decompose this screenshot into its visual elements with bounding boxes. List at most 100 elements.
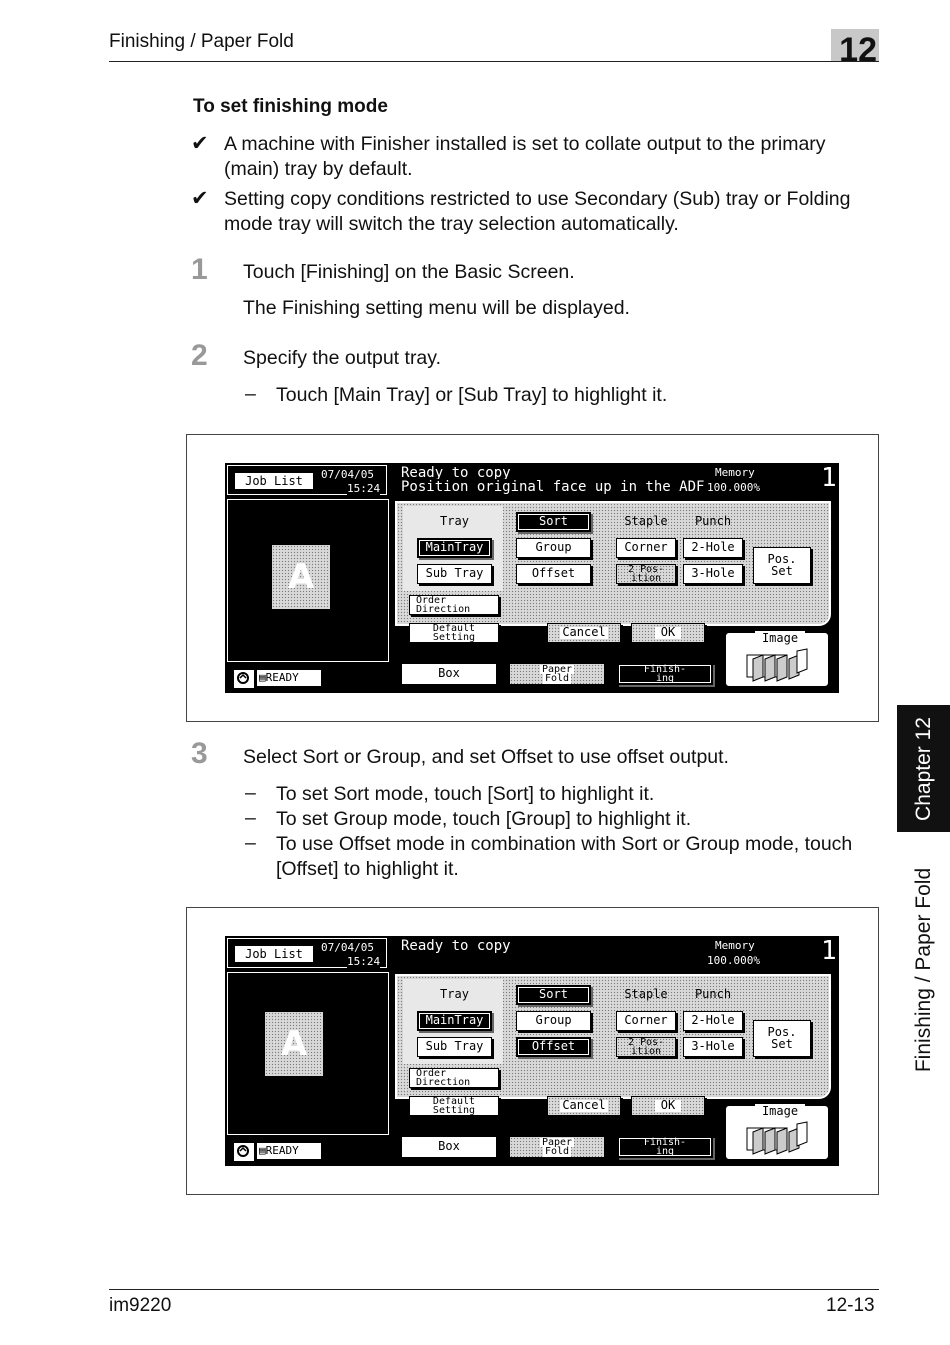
section-heading: To set finishing mode [193, 96, 388, 117]
sort-button[interactable]: Sort [516, 512, 591, 532]
step-2-instruction: Touch [Main Tray] or [Sub Tray] to highl… [276, 384, 668, 406]
three-hole-button[interactable]: 3-Hole [683, 1037, 743, 1057]
running-header-title: Finishing / Paper Fold [109, 31, 294, 52]
bullet-text-2: Setting copy conditions restricted to us… [224, 188, 851, 235]
step-3-instruction-2: To set Group mode, touch [Group] to high… [276, 808, 692, 830]
control-panel-screen: Job List 07/04/05 15:24 Ready to copy Po… [225, 463, 839, 693]
step-3-instruction-1: To set Sort mode, touch [Sort] to highli… [276, 783, 655, 805]
finishing-image-icon [745, 1120, 811, 1160]
sub-tray-button[interactable]: Sub Tray [417, 564, 492, 584]
time-display: 15:24 [347, 955, 381, 968]
step-text-1: Touch [Finishing] on the Basic Screen. [243, 261, 575, 283]
ready-indicator: ▤READY [256, 1142, 322, 1160]
staple-label: Staple [624, 514, 668, 528]
screen-figure-1: Job List 07/04/05 15:24 Ready to copy Po… [186, 434, 879, 722]
status-message-2: Position original face up in the ADF [401, 479, 705, 495]
position-set-button[interactable]: Pos.Set [753, 1020, 811, 1057]
image-label: Image [755, 1104, 805, 1118]
date-display: 07/04/05 [321, 941, 374, 954]
machine-status-icon [233, 1142, 255, 1162]
status-message: Ready to copy [401, 938, 511, 954]
job-list-button[interactable]: Job List [234, 472, 314, 490]
image-label: Image [755, 631, 805, 645]
date-display: 07/04/05 [321, 468, 374, 481]
memory-value: 100.000% [707, 481, 760, 494]
sub-tray-button[interactable]: Sub Tray [417, 1037, 492, 1057]
two-position-staple-button[interactable]: 2 Pos-ition [616, 564, 676, 584]
memory-label: Memory [715, 466, 755, 479]
punch-label: Punch [694, 987, 732, 1001]
offset-button[interactable]: Offset [516, 1037, 591, 1057]
group-button[interactable]: Group [516, 538, 591, 558]
side-section-text: Finishing / Paper Fold [911, 867, 935, 1073]
header-rule [109, 61, 879, 62]
two-hole-button[interactable]: 2-Hole [683, 538, 743, 558]
step-number-3: 3 [191, 737, 208, 770]
step-text-2: Specify the output tray. [243, 347, 441, 369]
group-button[interactable]: Group [516, 1011, 591, 1031]
dash-marker: – [245, 383, 256, 405]
tab-box[interactable]: Box [401, 1136, 497, 1158]
corner-staple-button[interactable]: Corner [616, 538, 676, 558]
side-section-label: Finishing / Paper Fold [897, 850, 950, 1090]
tab-finishing[interactable]: Finish-ing [617, 663, 713, 685]
time-display: 15:24 [347, 482, 381, 495]
check-icon: ✔ [191, 187, 209, 210]
step-text-3: Select Sort or Group, and set Offset to … [243, 746, 729, 768]
job-list-button[interactable]: Job List [234, 945, 314, 963]
dash-marker: – [245, 832, 256, 854]
cancel-button[interactable]: Cancel [547, 623, 621, 643]
tab-finishing[interactable]: Finish-ing [617, 1136, 713, 1158]
screen-figure-2: Job List 07/04/05 15:24 Ready to copy Me… [186, 907, 879, 1195]
copy-count: 1 [821, 463, 837, 493]
tab-box[interactable]: Box [401, 663, 497, 685]
dash-marker: – [245, 807, 256, 829]
bullet-text-1: A machine with Finisher installed is set… [224, 133, 826, 180]
tray-label: Tray [440, 514, 469, 528]
step-3-instruction-3: To use Offset mode in combination with S… [276, 833, 853, 880]
preview-pane [227, 972, 389, 1135]
footer-page-number: 12-13 [826, 1295, 875, 1316]
preview-letter: A [287, 557, 315, 597]
staple-label: Staple [624, 987, 668, 1001]
offset-button[interactable]: Offset [516, 564, 591, 584]
main-tray-button[interactable]: MainTray [417, 1011, 492, 1031]
step-number-2: 2 [191, 339, 208, 372]
punch-label: Punch [694, 514, 732, 528]
copy-count: 1 [821, 936, 837, 966]
status-message: Ready to copy [401, 465, 511, 481]
three-hole-button[interactable]: 3-Hole [683, 564, 743, 584]
corner-staple-button[interactable]: Corner [616, 1011, 676, 1031]
ok-button[interactable]: OK [631, 623, 705, 643]
dash-marker: – [245, 782, 256, 804]
job-list-area [227, 465, 387, 495]
ok-button[interactable]: OK [631, 1096, 705, 1116]
control-panel-screen: Job List 07/04/05 15:24 Ready to copy Me… [225, 936, 839, 1166]
cancel-button[interactable]: Cancel [547, 1096, 621, 1116]
chapter-tab: Chapter 12 [897, 705, 950, 832]
ready-indicator: ▤READY [256, 669, 322, 687]
two-position-staple-button[interactable]: 2 Pos-ition [616, 1037, 676, 1057]
position-set-button[interactable]: Pos.Set [753, 547, 811, 584]
chapter-number-box: 12 [831, 29, 879, 67]
tray-label: Tray [440, 987, 469, 1001]
preview-page: A [265, 1012, 323, 1076]
preview-page: A [272, 545, 330, 609]
sort-button[interactable]: Sort [516, 985, 591, 1005]
preview-pane [227, 499, 389, 662]
two-hole-button[interactable]: 2-Hole [683, 1011, 743, 1031]
check-icon: ✔ [191, 132, 209, 155]
preview-letter: A [280, 1024, 308, 1064]
finishing-image-icon [745, 647, 811, 687]
step-subtext-1: The Finishing setting menu will be displ… [243, 297, 630, 319]
main-tray-button[interactable]: MainTray [417, 538, 492, 558]
memory-value: 100.000% [707, 954, 760, 967]
footer-rule [109, 1289, 879, 1290]
job-list-area [227, 938, 387, 968]
